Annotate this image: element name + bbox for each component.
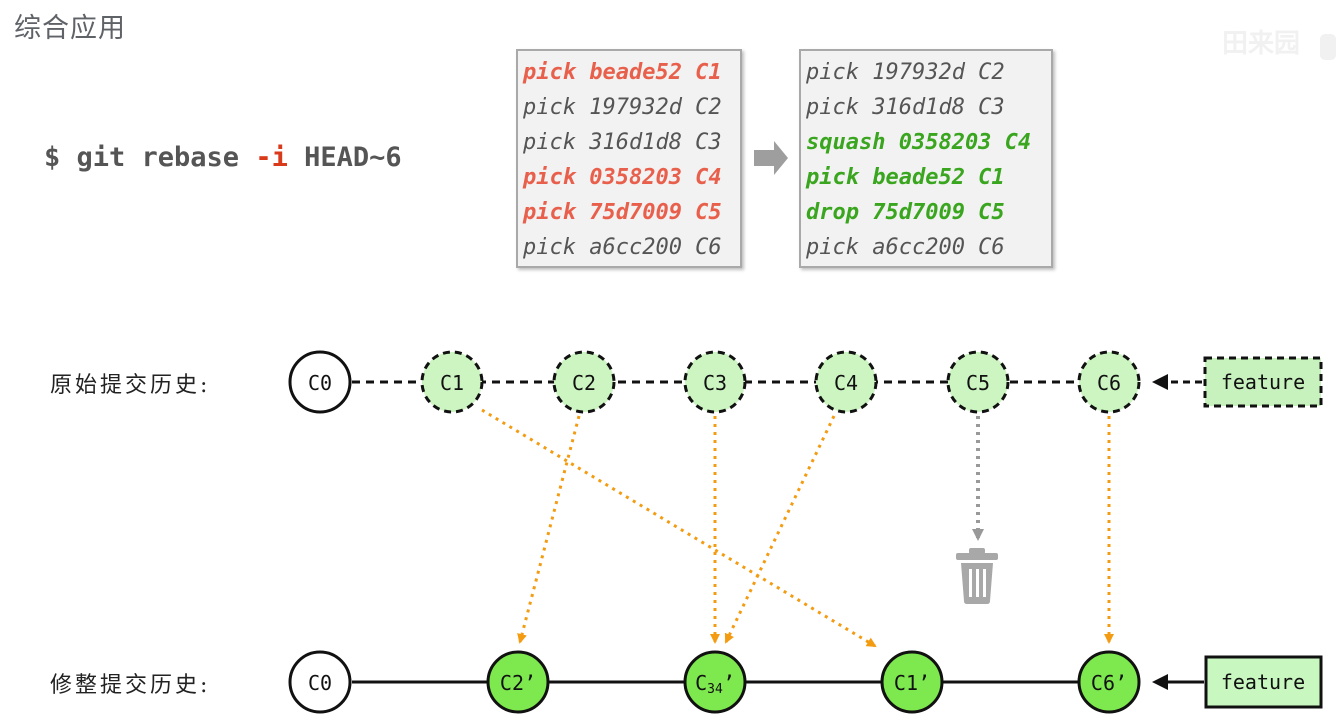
commit-c0-rewritten: C0 [288, 650, 352, 714]
mapping-arrow-c2 [517, 415, 581, 644]
commit-label: C5 [966, 371, 990, 395]
todo-line: pick 197932d C2 [523, 95, 722, 120]
commit-c5: C5 [946, 350, 1010, 414]
branch-feature-original: feature [1203, 356, 1323, 408]
page-title: 综合应用 [14, 13, 126, 44]
commit-label: C34’ [695, 671, 735, 697]
git-command: $ git rebase -i HEAD~6 [44, 142, 402, 173]
commit-label: C1’ [894, 671, 930, 695]
todo-list-before: pick beade52 C1 pick 197932d C2 pick 316… [516, 49, 742, 268]
command-suffix: HEAD~6 [287, 142, 402, 173]
todo-line: pick a6cc200 C6 [806, 235, 1005, 260]
todo-line: pick a6cc200 C6 [523, 235, 722, 260]
commit-c6-prime: C6’ [1077, 650, 1141, 714]
branch-feature-rewritten: feature [1204, 655, 1323, 709]
commit-label: C4 [834, 371, 858, 395]
arrow-left-icon [1152, 674, 1168, 690]
todo-line: pick 75d7009 C5 [523, 200, 722, 225]
commit-label: C3 [703, 371, 727, 395]
commit-label: C6 [1097, 371, 1121, 395]
commit-c1-prime: C1’ [880, 650, 944, 714]
commit-c1: C1 [420, 350, 484, 414]
mapping-arrow-c1 [481, 408, 877, 648]
mapping-arrow-c4 [724, 415, 836, 644]
todo-line: pick beade52 C1 [806, 165, 1005, 190]
branch-label: feature [1221, 370, 1305, 394]
todo-line: pick 0358203 C4 [523, 165, 722, 190]
todo-line: squash 0358203 C4 [806, 130, 1032, 155]
todo-line: pick 316d1d8 C3 [806, 95, 1005, 120]
watermark: 田来园 [1222, 29, 1300, 59]
todo-list-after: pick 197932d C2 pick 316d1d8 C3 squash 0… [799, 49, 1053, 268]
command-flag: -i [255, 142, 288, 173]
transform-arrow-icon [754, 141, 788, 175]
commit-label: C2 [572, 371, 596, 395]
commit-c2-prime: C2’ [486, 650, 550, 714]
commit-label: C0 [308, 671, 332, 695]
commit-label: C6’ [1091, 671, 1127, 695]
arrow-left-icon [1152, 374, 1168, 390]
commit-c6: C6 [1077, 350, 1141, 414]
watermark-mark [1320, 34, 1336, 60]
todo-line: pick 316d1d8 C3 [523, 130, 722, 155]
original-history-label: 原始提交历史: [50, 373, 210, 398]
todo-line: drop 75d7009 C5 [806, 200, 1005, 225]
commit-c3: C3 [683, 350, 747, 414]
commit-label: C1 [440, 371, 464, 395]
branch-label: feature [1221, 670, 1305, 694]
rewritten-history-label: 修整提交历史: [50, 673, 210, 698]
commit-c0-original: C0 [288, 350, 352, 414]
commit-c34-prime: C34’ [683, 650, 747, 714]
commit-c2: C2 [552, 350, 616, 414]
commit-label: C2’ [500, 671, 536, 695]
command-prefix: $ git rebase [44, 142, 256, 173]
todo-line: pick beade52 C1 [523, 60, 722, 85]
commit-c4: C4 [814, 350, 878, 414]
todo-line: pick 197932d C2 [806, 60, 1005, 85]
trash-icon [956, 548, 998, 604]
commit-label: C0 [308, 371, 332, 395]
